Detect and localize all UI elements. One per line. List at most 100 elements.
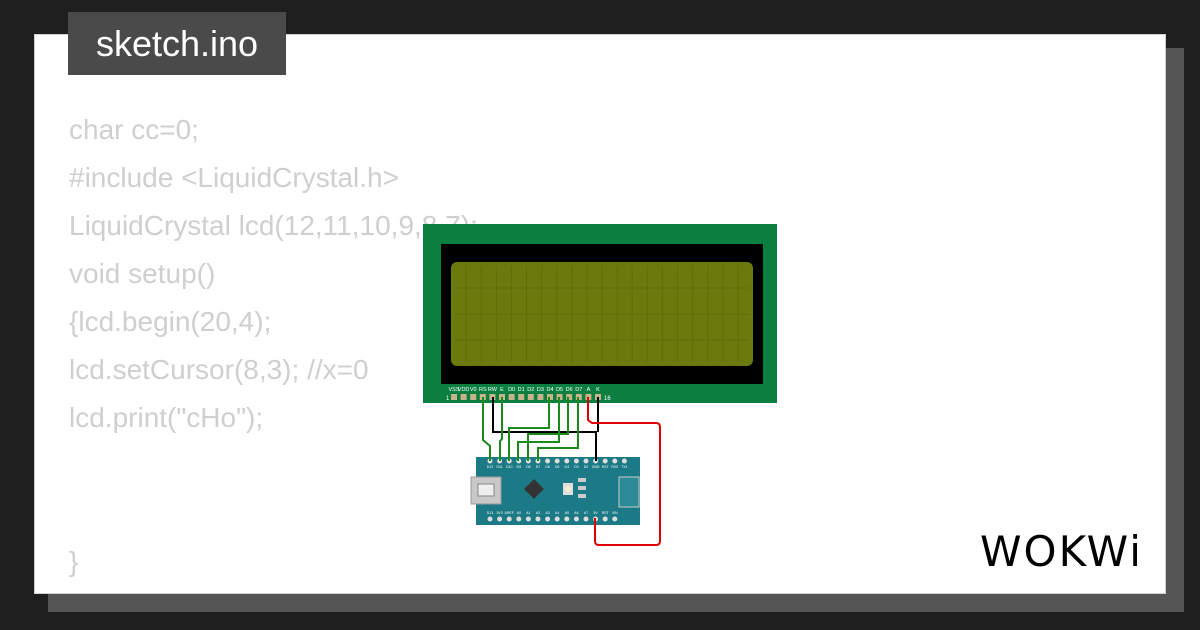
nano-pin-label: A3 — [545, 511, 549, 515]
wokwi-logo: WOKWi — [978, 526, 1148, 576]
nano-pin — [554, 516, 560, 522]
lcd-pin-label: A — [587, 387, 591, 393]
lcd-pin — [470, 394, 477, 400]
code-line: LiquidCrystal lcd(12,11,10,9,8,7); — [69, 210, 478, 241]
usb-port — [477, 483, 495, 497]
nano-pin — [612, 516, 618, 522]
wire-a-5v — [587, 397, 661, 546]
nano-pin-label: AREF — [505, 511, 514, 515]
nano-pin-label: D3 — [574, 465, 579, 469]
nano-pin — [554, 458, 560, 464]
nano-pin-label: A1 — [526, 511, 530, 515]
nano-pin — [602, 458, 608, 464]
lcd-grid — [455, 266, 749, 362]
code-line: } — [69, 546, 79, 577]
led — [578, 478, 586, 482]
nano-board — [476, 457, 640, 525]
nano-pin — [564, 516, 570, 522]
nano-pin — [621, 458, 627, 464]
lcd-pin-label: E — [500, 387, 504, 393]
lcd-pin-last: 16 — [604, 396, 611, 402]
wire-rw-gnd — [492, 397, 597, 461]
nano-pin-label: RST — [602, 465, 610, 469]
lcd-pin-label: D5 — [556, 387, 563, 393]
lcd-pin-label: D1 — [518, 387, 525, 393]
nano-pin — [602, 516, 608, 522]
nano-pin-label: D13 — [487, 511, 493, 515]
nano-pin-label: A2 — [536, 511, 540, 515]
nano-pin — [506, 516, 512, 522]
code-line: {lcd.begin(20,4); — [69, 306, 272, 337]
nano-pin-label: D11 — [497, 465, 503, 469]
nano-pin-label: D8 — [526, 465, 531, 469]
nano-pin-label: 3V3 — [496, 511, 502, 515]
lcd-pin-label: VDD — [458, 387, 470, 393]
nano-pin-label: VIN — [612, 511, 618, 515]
nano-pin-label: D12 — [487, 465, 493, 469]
lcd-pin — [460, 394, 467, 400]
wire-rs-d12 — [482, 397, 491, 461]
wire-d6-d8 — [527, 397, 569, 461]
nano-pin-label: A6 — [574, 511, 578, 515]
code-block: char cc=0; #include <LiquidCrystal.h> Liqu… — [69, 106, 478, 586]
code-line: char cc=0; — [69, 114, 199, 145]
microcontroller-chip — [524, 479, 544, 499]
logo-mark: WOKWi — [980, 527, 1141, 576]
sketch-title: sketch.ino — [68, 12, 286, 75]
nano-pin-label: A0 — [517, 511, 521, 515]
lcd-pin-label: V0 — [470, 387, 477, 393]
nano-pin-label: A7 — [584, 511, 588, 515]
nano-pin — [583, 458, 589, 464]
wire-e-d11 — [499, 397, 503, 461]
lcd-pin — [527, 394, 534, 400]
lcd-pin — [451, 394, 457, 400]
led — [578, 486, 586, 490]
lcd-pin-label: D7 — [575, 387, 582, 393]
code-line: #include <LiquidCrystal.h> — [69, 162, 399, 193]
icsp-header — [618, 476, 640, 508]
lcd-pin-label: K — [596, 387, 600, 393]
nano-pin — [564, 458, 570, 464]
nano-pin — [583, 516, 589, 522]
nano-pin-label: D10 — [506, 465, 512, 469]
lcd-pin — [566, 394, 573, 400]
nano-pin-label: A4 — [555, 511, 559, 515]
nano-pin — [573, 458, 579, 464]
code-line: lcd.print("cHo"); — [69, 402, 264, 433]
nano-pin — [573, 516, 579, 522]
nano-pin-label: D6 — [545, 465, 550, 469]
nano-pin-label: GND — [592, 465, 600, 469]
nano-pin-label: D7 — [536, 465, 541, 469]
nano-pin-label: RST — [602, 511, 610, 515]
wire-d4-d10 — [508, 397, 550, 461]
lcd-pin — [518, 394, 525, 400]
lcd-pin-label: D4 — [546, 387, 553, 393]
nano-pin-label: 5V — [593, 511, 598, 515]
code-line: lcd.setCursor(8,3); //x=0 — [69, 354, 369, 385]
reset-button-cap — [565, 486, 571, 492]
nano-pin — [525, 516, 531, 522]
nano-pin — [535, 516, 541, 522]
nano-pin-label: D4 — [565, 465, 570, 469]
wires — [482, 397, 661, 546]
nano-pin — [487, 516, 493, 522]
nano-pin — [612, 458, 618, 464]
lcd-pin-label: RS — [479, 387, 487, 393]
wire-d5-d9 — [517, 397, 560, 461]
nano-pin-label: D9 — [517, 465, 522, 469]
lcd-pin-label: D3 — [537, 387, 544, 393]
nano-pin — [545, 458, 551, 464]
lcd-pin-label: D2 — [527, 387, 534, 393]
nano-pin — [497, 516, 503, 522]
nano-pin-label: RX0 — [611, 465, 618, 469]
wire-d7-d7 — [537, 397, 579, 461]
lcd-pin — [508, 394, 515, 400]
nano-pin — [545, 516, 551, 522]
nano-pin-label: TX1 — [621, 465, 627, 469]
lcd-pin-label: D6 — [566, 387, 573, 393]
lcd-pin-first: 1 — [446, 396, 450, 402]
